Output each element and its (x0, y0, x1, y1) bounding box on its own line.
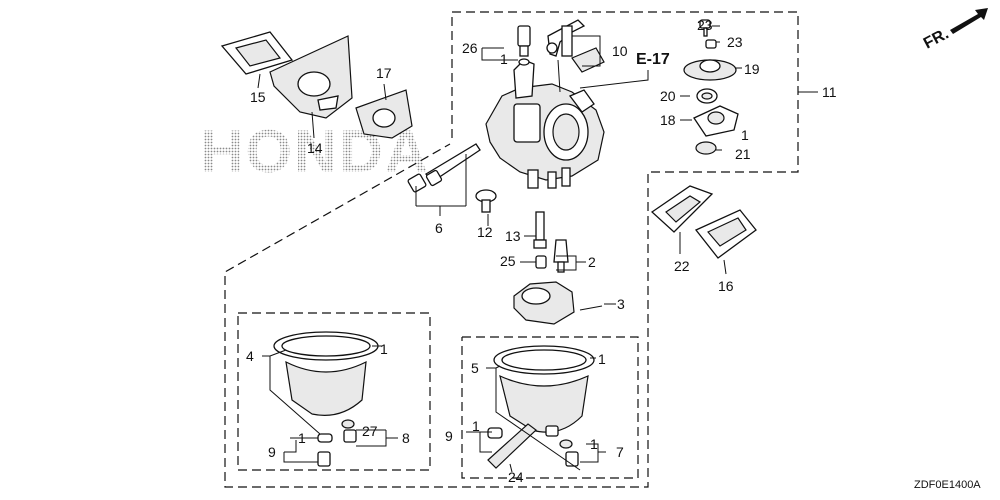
main-assembly-outline (224, 11, 799, 488)
front-label: FR. (921, 25, 952, 52)
main-jet-25 (535, 255, 547, 269)
float-3 (513, 281, 603, 325)
front-arrow: FR. (921, 8, 988, 53)
callout-1-bowl-b-drain: 1 (590, 436, 598, 452)
callout-24: 24 (508, 469, 524, 485)
choke-plate-10 (557, 47, 605, 93)
callout-14: 14 (307, 140, 323, 156)
callout-26: 26 (462, 40, 478, 56)
callout-10: 10 (612, 43, 628, 59)
choke-lever (546, 19, 586, 57)
callout-19: 19 (744, 61, 760, 77)
screw-assembly-6 (407, 143, 481, 193)
drain-screw-12 (475, 189, 497, 213)
main-nozzle-13 (533, 211, 547, 249)
callout-7: 7 (616, 444, 624, 460)
gasket-16 (694, 209, 757, 259)
callout-9-a: 9 (268, 444, 276, 460)
bowl-kit-b-outline (461, 336, 639, 479)
callout-21: 21 (735, 146, 751, 162)
insulator-14 (269, 35, 353, 119)
gasket-15 (220, 31, 294, 75)
callout-2: 2 (588, 254, 596, 270)
pilot-screw-26 (517, 25, 531, 66)
callout-6: 6 (435, 220, 443, 236)
callout-1-bowl-b-washer: 1 (472, 418, 480, 434)
callout-1-pump: 1 (741, 127, 749, 143)
callout-9-b: 9 (445, 428, 453, 444)
drain-tube-24 (487, 423, 537, 469)
front-arrow-icon (950, 8, 988, 34)
callout-13: 13 (505, 228, 521, 244)
ref-e17: E-17 (636, 51, 670, 68)
callout-5: 5 (471, 360, 479, 376)
callout-27: 27 (362, 423, 378, 439)
leader-lines (257, 25, 818, 473)
callout-4: 4 (246, 348, 254, 364)
float-chamber-b (487, 345, 595, 467)
callout-17: 17 (376, 65, 392, 81)
callout-25: 25 (500, 253, 516, 269)
callout-18: 18 (660, 112, 676, 128)
group-outlines (224, 11, 799, 488)
callout-8: 8 (402, 430, 410, 446)
carburetor-body (485, 59, 605, 189)
callout-22: 22 (674, 258, 690, 274)
insulator-17 (355, 89, 413, 139)
gasket-22 (650, 185, 714, 233)
callout-12: 12 (477, 224, 493, 240)
callout-20: 20 (660, 88, 676, 104)
bowl-kit-a-outline (237, 312, 431, 471)
diagram-code: ZDF0E1400A (914, 479, 981, 491)
callout-15: 15 (250, 89, 266, 105)
callout-3: 3 (617, 296, 625, 312)
callout-1-bowl-b: 1 (598, 351, 606, 367)
callout-23-second: 23 (727, 34, 743, 50)
callout-16: 16 (718, 278, 734, 294)
pump-parts (683, 19, 739, 155)
callout-1-bowl-a-washer: 1 (298, 430, 306, 446)
callout-labels: 15 14 17 26 1 10 E-17 11 23 23 19 20 18 … (246, 17, 837, 485)
callout-11: 11 (822, 84, 837, 100)
callout-23-top: 23 (697, 17, 713, 33)
callout-1-bowl-a: 1 (380, 341, 388, 357)
callout-1-choke: 1 (500, 51, 508, 67)
